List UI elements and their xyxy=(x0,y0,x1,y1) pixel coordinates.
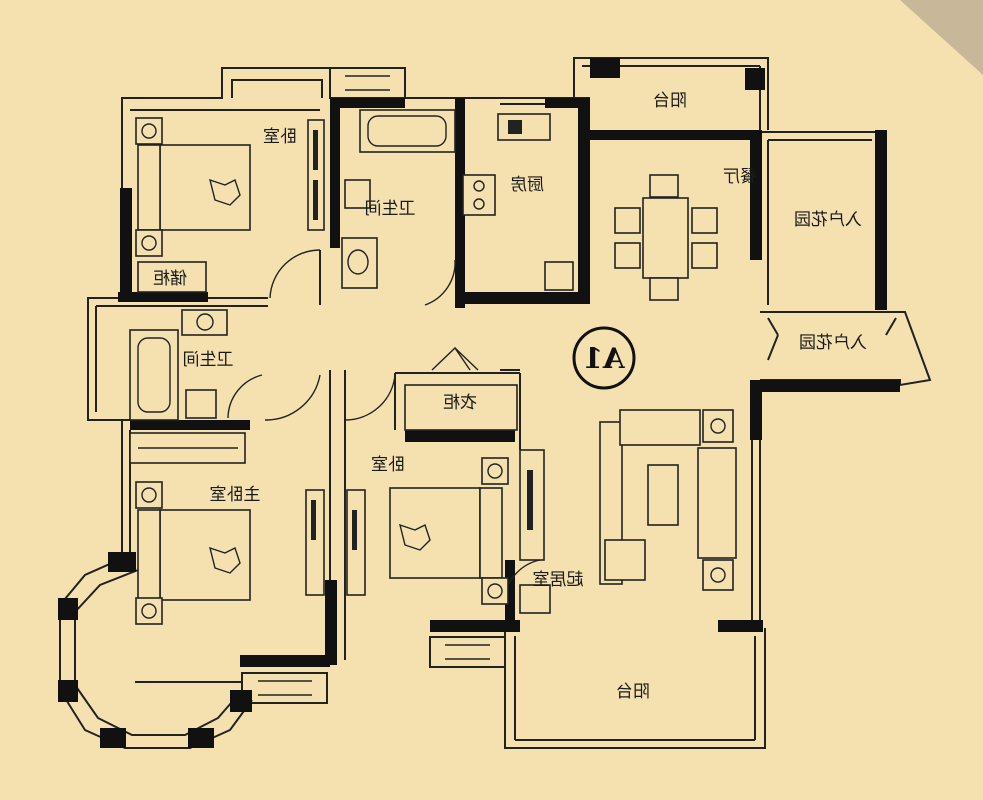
label-dining: 餐厅 xyxy=(723,167,757,187)
label-bathroom-top: 卫生间 xyxy=(365,199,416,219)
doors xyxy=(227,249,541,596)
label-closet: 衣柜 xyxy=(443,393,477,413)
badge-text: A1 xyxy=(583,342,625,375)
furniture xyxy=(129,109,737,625)
label-cabinet: 储柜 xyxy=(153,269,187,289)
room-labels: 卧室 卫生间 厨房 阳台 餐厅 入户花园 入户花园 储柜 卫生间 衣柜 主卧室 … xyxy=(153,91,867,702)
label-master-bedroom: 主卧室 xyxy=(210,485,261,505)
label-bedroom-top: 卧室 xyxy=(263,127,297,147)
label-entry-garden: 入户花园 xyxy=(794,210,862,230)
plan-badge: A1 xyxy=(572,326,636,390)
label-balcony-bottom: 阳台 xyxy=(616,682,650,702)
label-bathroom-left: 卫生间 xyxy=(183,350,234,370)
corner-accent xyxy=(900,0,983,75)
walls xyxy=(58,58,900,748)
label-balcony-top: 阳台 xyxy=(653,91,687,111)
label-kitchen: 厨房 xyxy=(510,175,544,195)
label-living-room: 起居室 xyxy=(533,570,584,590)
label-bedroom-mid: 卧室 xyxy=(371,455,405,475)
badge-circle xyxy=(572,326,636,390)
label-entry-garden-door: 入户花园 xyxy=(799,333,867,353)
